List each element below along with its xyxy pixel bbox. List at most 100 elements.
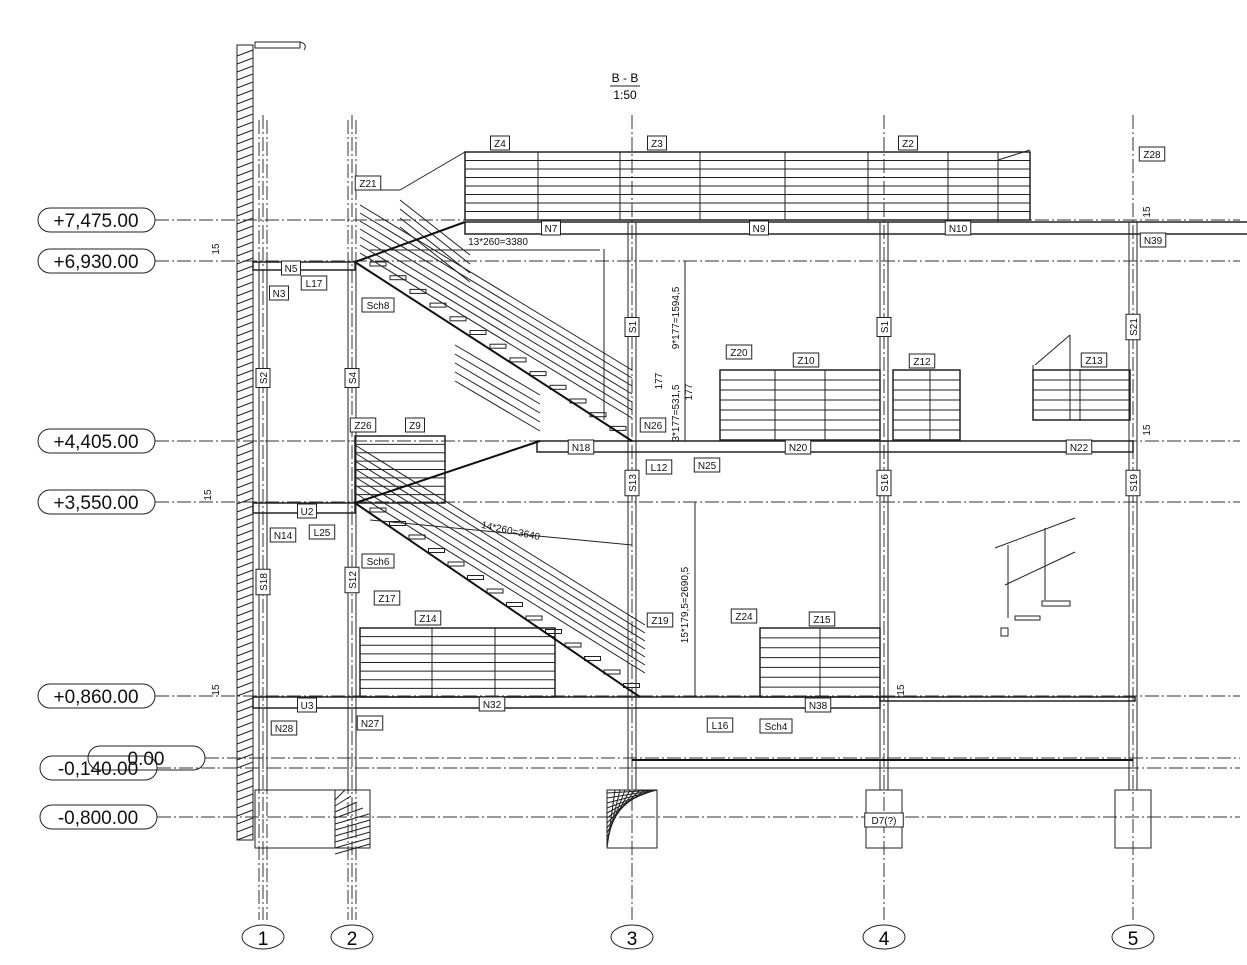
- tag-label: Z26: [354, 421, 372, 432]
- level-bubble: [37, 489, 156, 515]
- level-bubble: [37, 248, 156, 274]
- grid-axis-label: 2: [347, 929, 358, 950]
- tag-label: Z15: [813, 615, 831, 626]
- tag-label: N7: [545, 224, 558, 235]
- tag-label: Z24: [735, 612, 753, 623]
- level-bubble: [37, 428, 156, 454]
- wall-hatch: [236, 393, 254, 401]
- tag-box: [730, 608, 758, 624]
- foundation: [1114, 789, 1152, 849]
- tag-box: [804, 697, 832, 713]
- tag-label: S19: [1129, 474, 1140, 492]
- tag-box: [281, 260, 301, 276]
- wall-hatch: [236, 401, 254, 409]
- stair-rail: [359, 212, 633, 379]
- wall-hatch: [236, 785, 254, 793]
- stair-rail: [359, 220, 633, 387]
- stair-tread: [486, 588, 504, 594]
- stair-tread: [409, 288, 427, 294]
- stair-rail: [359, 204, 633, 371]
- tag-box: [908, 353, 936, 369]
- tag-box: [1139, 232, 1167, 248]
- tag-box: [808, 611, 836, 627]
- wall-hatch: [236, 169, 254, 177]
- wall-hatch: [236, 705, 254, 713]
- wall-hatch: [236, 817, 254, 825]
- stair-tread: [369, 507, 387, 513]
- member-tag: S21: [1125, 313, 1141, 341]
- tag-label: N32: [483, 700, 502, 711]
- stair-tread: [389, 275, 407, 281]
- stair-rail: [454, 362, 541, 414]
- railings: [354, 149, 1131, 698]
- level-label: +0,860.00: [53, 687, 138, 708]
- tag-box: [864, 812, 904, 828]
- stair-tread: [525, 615, 543, 621]
- wall-hatch: [236, 345, 254, 353]
- member-tag: S4: [344, 368, 360, 388]
- tag-label: S12: [348, 571, 359, 589]
- tag-box: [647, 135, 667, 151]
- wall-hatch: [236, 425, 254, 433]
- wall-hatch: [236, 433, 254, 441]
- tag-box: [361, 553, 395, 569]
- stair-tread: [428, 548, 445, 553]
- wall-hatch: [236, 545, 254, 553]
- wall-hatch: [236, 561, 254, 569]
- wall-hatch: [236, 57, 254, 65]
- dimension-label: 13*260=3380: [468, 237, 528, 248]
- tag-label: N20: [789, 443, 808, 454]
- tag-box: [361, 297, 395, 313]
- stair-rail: [399, 226, 471, 283]
- tag-label: Z9: [409, 421, 421, 432]
- tag-box: [624, 469, 640, 497]
- stair-tread: [506, 602, 523, 607]
- tag-label: S2: [259, 371, 270, 384]
- railing: [1032, 369, 1131, 421]
- grid-bubble: [330, 924, 374, 950]
- dimension-label: 15: [211, 243, 222, 255]
- wall-hatch: [236, 473, 254, 481]
- wall-hatch: [236, 249, 254, 257]
- wall-hatch: [236, 577, 254, 585]
- wall-hatch: [236, 321, 254, 329]
- tag-box: [639, 417, 667, 433]
- wall-hatch: [236, 361, 254, 369]
- member-tag: S18: [255, 568, 271, 596]
- tag-box: [300, 275, 328, 291]
- hatch: [334, 825, 371, 837]
- tag-label: L12: [651, 463, 668, 474]
- tag-box: [645, 459, 673, 475]
- wall-hatch: [236, 609, 254, 617]
- hatch: [334, 813, 370, 825]
- wall-hatch: [236, 281, 254, 289]
- wall-hatch: [236, 513, 254, 521]
- tag-box: [297, 503, 317, 519]
- tag-label: D7(?): [871, 816, 896, 827]
- wall-hatch: [236, 833, 254, 841]
- tag-label: S13: [628, 474, 639, 492]
- tag-label: Z13: [1085, 356, 1103, 367]
- wall-hatch: [236, 297, 254, 305]
- tag-box: [405, 417, 425, 433]
- dimension-label: 9*177=1594,5: [671, 286, 682, 349]
- tag-label: U3: [301, 701, 314, 712]
- wall-hatch: [236, 681, 254, 689]
- wall-hatch: [236, 617, 254, 625]
- tag-label: N10: [949, 224, 968, 235]
- wall-hatch: [236, 201, 254, 209]
- drip-icon: [299, 41, 306, 51]
- tag-box: [624, 317, 640, 337]
- wall-hatch: [236, 753, 254, 761]
- tag-box: [759, 718, 793, 734]
- tag-label: Z28: [1143, 150, 1161, 161]
- tag-label: L25: [314, 528, 331, 539]
- stair-rail: [399, 217, 471, 274]
- wall-hatch: [236, 49, 254, 57]
- tag-label: N3: [273, 289, 286, 300]
- stair-rail: [359, 244, 633, 411]
- tag-box: [725, 344, 753, 360]
- dimension-label: 15: [1142, 424, 1153, 436]
- tag-label: N28: [275, 724, 294, 735]
- wall-hatch: [236, 353, 254, 361]
